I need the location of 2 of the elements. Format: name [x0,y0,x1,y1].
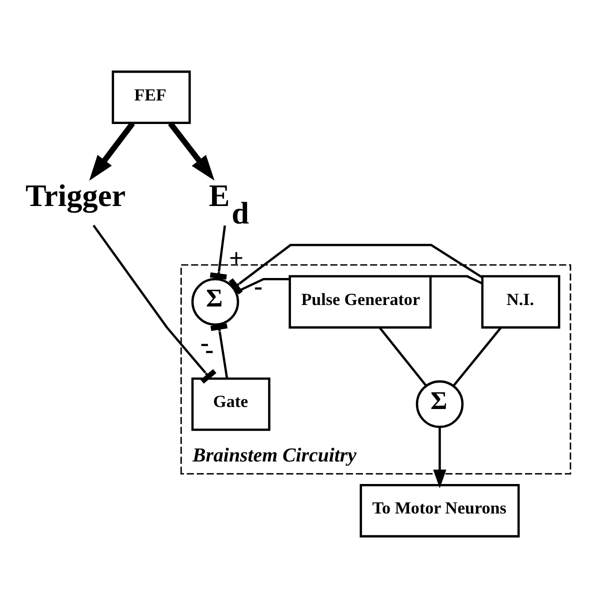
node-text: Trigger [26,178,126,213]
edge-label: - [254,270,263,300]
